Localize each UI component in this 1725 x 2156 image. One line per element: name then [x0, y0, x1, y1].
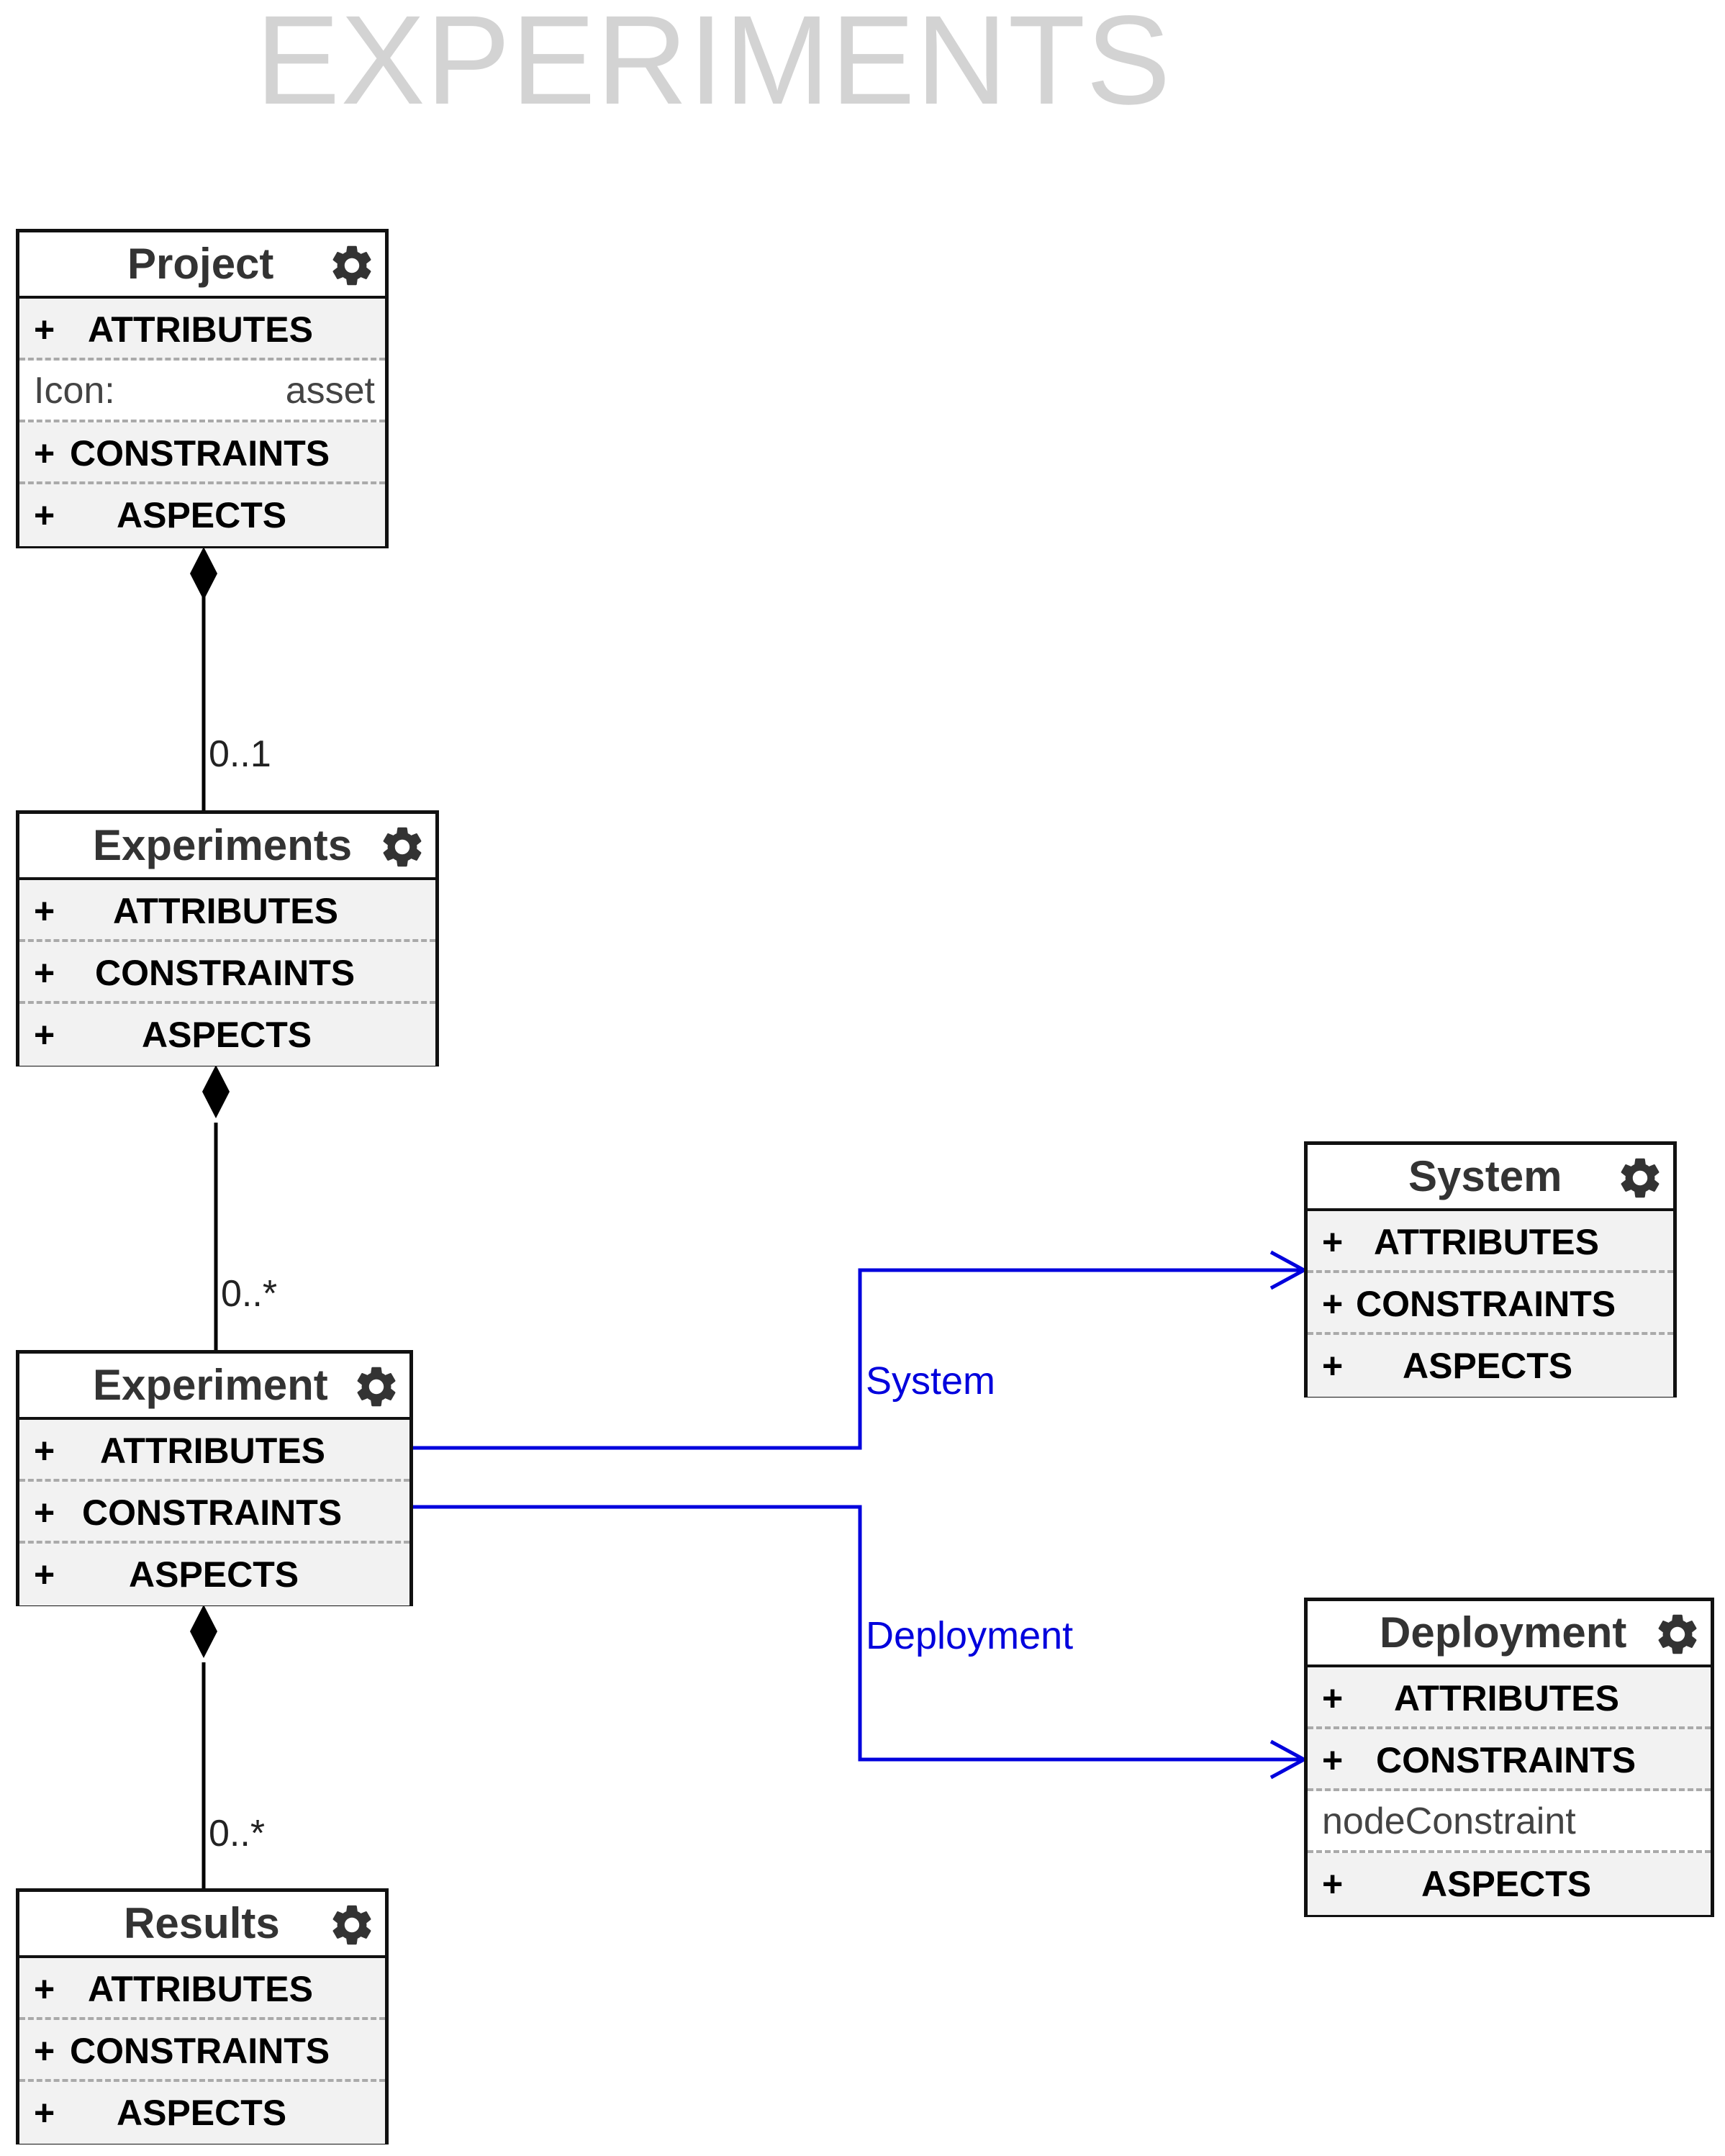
- gear-icon[interactable]: [1616, 1154, 1665, 1202]
- node-name: Project: [127, 240, 274, 288]
- constraint-row[interactable]: nodeConstraint: [1308, 1791, 1711, 1853]
- expand-icon[interactable]: +: [1322, 1740, 1344, 1780]
- node-results[interactable]: Results + ATTRIBUTES + CONSTRAINTS + ASP…: [16, 1888, 389, 2144]
- node-name: Experiments: [93, 821, 353, 869]
- node-experiments[interactable]: Experiments + ATTRIBUTES + CONSTRAINTS +…: [16, 810, 439, 1066]
- expand-icon[interactable]: +: [34, 891, 55, 931]
- expand-icon[interactable]: +: [34, 1969, 55, 2009]
- aspects-section[interactable]: + ASPECTS: [19, 1004, 435, 1066]
- pointer-label-deployment: Deployment: [866, 1614, 1074, 1657]
- node-name: Deployment: [1380, 1608, 1627, 1657]
- constraints-section[interactable]: + CONSTRAINTS: [1308, 1273, 1673, 1335]
- pointer-label-system: System: [866, 1359, 996, 1403]
- aspects-section[interactable]: + ASPECTS: [19, 484, 385, 546]
- gear-icon[interactable]: [378, 823, 427, 871]
- gear-icon[interactable]: [1653, 1610, 1702, 1659]
- constraints-section[interactable]: + CONSTRAINTS: [19, 942, 435, 1004]
- expand-icon[interactable]: +: [34, 309, 55, 350]
- attributes-section[interactable]: + ATTRIBUTES: [19, 299, 385, 361]
- node-name: System: [1408, 1152, 1562, 1200]
- expand-icon[interactable]: +: [34, 1493, 55, 1533]
- node-project[interactable]: Project + ATTRIBUTES Icon: asset + CONST…: [16, 229, 389, 548]
- constraint-name: nodeConstraint: [1322, 1801, 1576, 1842]
- attribute-row[interactable]: Icon: asset: [19, 361, 385, 422]
- expand-icon[interactable]: +: [1322, 1346, 1344, 1386]
- composition-diamond-icon: [202, 1065, 230, 1118]
- attributes-section[interactable]: + ATTRIBUTES: [1308, 1667, 1711, 1729]
- expand-icon[interactable]: +: [34, 1554, 55, 1595]
- multiplicity-label: 0..1: [209, 733, 271, 775]
- expand-icon[interactable]: +: [34, 495, 55, 535]
- composition-diamond-icon: [190, 547, 217, 600]
- attribute-value: asset: [285, 370, 375, 412]
- node-name: Results: [124, 1899, 280, 1947]
- node-experiment[interactable]: Experiment + ATTRIBUTES + CONSTRAINTS + …: [16, 1350, 413, 1606]
- diagram-title: EXPERIMENTS: [255, 0, 1172, 131]
- gear-icon[interactable]: [327, 1901, 376, 1949]
- edge-experiment-deployment[interactable]: [412, 1505, 1304, 1762]
- expand-icon[interactable]: +: [1322, 1222, 1344, 1262]
- multiplicity-label: 0..*: [209, 1813, 266, 1854]
- expand-icon[interactable]: +: [34, 2093, 55, 2133]
- attributes-section[interactable]: + ATTRIBUTES: [19, 1420, 409, 1482]
- gear-icon[interactable]: [352, 1362, 401, 1411]
- expand-icon[interactable]: +: [34, 2031, 55, 2071]
- expand-icon[interactable]: +: [1322, 1864, 1344, 1904]
- constraints-section[interactable]: + CONSTRAINTS: [19, 2020, 385, 2082]
- expand-icon[interactable]: +: [34, 433, 55, 474]
- expand-icon[interactable]: +: [34, 953, 55, 993]
- aspects-section[interactable]: + ASPECTS: [1308, 1853, 1711, 1915]
- aspects-section[interactable]: + ASPECTS: [19, 2082, 385, 2144]
- gear-icon[interactable]: [327, 241, 376, 290]
- edge-experiment-system[interactable]: [412, 1268, 1304, 1450]
- attribute-key: Icon:: [34, 370, 115, 412]
- attributes-section[interactable]: + ATTRIBUTES: [19, 1958, 385, 2020]
- attributes-section[interactable]: + ATTRIBUTES: [1308, 1211, 1673, 1273]
- node-deployment[interactable]: Deployment + ATTRIBUTES + CONSTRAINTS no…: [1304, 1598, 1714, 1917]
- expand-icon[interactable]: +: [1322, 1678, 1344, 1718]
- composition-diamond-icon: [190, 1605, 217, 1658]
- attributes-section[interactable]: + ATTRIBUTES: [19, 880, 435, 942]
- expand-icon[interactable]: +: [34, 1431, 55, 1471]
- node-system[interactable]: System + ATTRIBUTES + CONSTRAINTS + ASPE…: [1304, 1141, 1677, 1398]
- expand-icon[interactable]: +: [1322, 1284, 1344, 1324]
- constraints-section[interactable]: + CONSTRAINTS: [1308, 1729, 1711, 1791]
- aspects-section[interactable]: + ASPECTS: [19, 1544, 409, 1605]
- node-name: Experiment: [93, 1361, 328, 1409]
- aspects-section[interactable]: + ASPECTS: [1308, 1335, 1673, 1397]
- constraints-section[interactable]: + CONSTRAINTS: [19, 1482, 409, 1544]
- expand-icon[interactable]: +: [34, 1015, 55, 1055]
- multiplicity-label: 0..*: [221, 1273, 278, 1315]
- constraints-section[interactable]: + CONSTRAINTS: [19, 422, 385, 484]
